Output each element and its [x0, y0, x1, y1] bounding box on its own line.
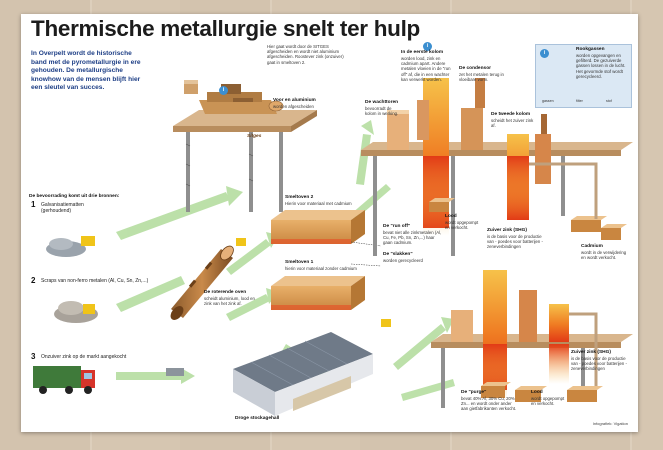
tweede-kolom-title: De tweede kolom — [491, 112, 531, 117]
voor-aluminium-sub: worden afgescheiden — [273, 104, 314, 109]
wachttoren-sub: bevoorradt de kolom in werking. — [365, 106, 399, 117]
gas-icon-label-2: filter — [576, 99, 583, 103]
platform-columns-bottom — [431, 270, 633, 408]
gas-icon-label-3: stof — [606, 99, 612, 103]
lood-title: Lood — [445, 214, 457, 219]
roterende-oven-title: De roterende oven — [204, 290, 247, 295]
cadmium-sub: wordt in de verwijdering en wordt verkoc… — [581, 250, 627, 261]
eerste-kolom-sub: worden lood, zink en cadmium apart. Ande… — [401, 56, 451, 82]
source-2-number: 2 — [31, 276, 36, 285]
sitges-sign: Sitges — [247, 134, 262, 139]
condensor-title: De condensor — [459, 66, 491, 71]
zuiver-zink-sub: is de basis voor de productie van - poed… — [487, 234, 543, 250]
furnace-2 — [271, 210, 365, 244]
smeltoven-2-sub: Hierin voor materiaal met cadmium — [285, 201, 352, 206]
wachttoren-title: De wachttoren — [365, 100, 399, 105]
purge-sub: bevat 40% Al, 30% Cu, 20% Zn... en wordt… — [461, 396, 517, 412]
voor-aluminium-title: Voor en aluminium — [273, 98, 316, 103]
purge-title: De "purge" — [461, 390, 487, 395]
source-3-number: 3 — [31, 352, 36, 361]
lood-2-sub: wordt opgepompt en verkocht. — [531, 396, 565, 407]
run-off-title: De "run off" — [383, 224, 411, 229]
zuiver-zink-2-sub: is de basis voor de productie van - poed… — [571, 356, 627, 372]
storage-hall — [233, 332, 373, 416]
zuiver-zink-title: Zuiver zink (SHG) — [487, 228, 527, 233]
slakken-sub: worden gerecycleerd — [383, 258, 423, 263]
zuiver-zink-2-title: Zuiver zink (SHG) — [571, 350, 611, 355]
platform-columns-top — [361, 78, 633, 256]
tweede-kolom-sub: scheidt het zuiver zink af. — [491, 118, 534, 129]
sitges-note: Hier gaat wordt door de SITGES afgeschei… — [267, 44, 344, 65]
product-crates — [429, 198, 627, 402]
eerste-kolom-title: In de eerste kolom — [401, 50, 444, 55]
rookgassen-box: i Rookgassen worden opgevangen en gefilt… — [535, 44, 632, 108]
rookgassen-icon: i — [540, 49, 549, 58]
rotating-kiln — [170, 245, 234, 320]
source-3-label: Onzuiver zink op de markt aangekocht — [41, 354, 127, 360]
truck — [33, 366, 95, 394]
rookgassen-sub: worden opgevangen en gefilterd. De gezui… — [576, 53, 626, 79]
source-1-label: Galvanisatiematten (gerhoudend) — [41, 202, 84, 214]
credit-text: Infografiek: Vigation — [592, 421, 628, 426]
platform-sitges — [173, 80, 317, 212]
gas-icon-label-1: gassen — [542, 99, 554, 103]
sources-header: De bevoorrading komt uit drie bronnen: — [29, 194, 120, 199]
column-1-icon: i — [423, 42, 432, 51]
smeltoven-2-title: Smeltoven 2 — [285, 195, 314, 200]
poster-intro: In Overpelt wordt de historische band me… — [31, 50, 141, 92]
droge-stockage-label: Droge stockagehall — [235, 416, 280, 421]
cadmium-title: Cadmium — [581, 244, 603, 249]
smeltoven-1-title: Smeltoven 1 — [285, 260, 314, 265]
condensor-sub: zet het metalen terug in vloeibare vorm. — [459, 72, 504, 83]
source-2-label: Scraps van non-ferro metalen (Al, Cu, Sn… — [41, 278, 149, 284]
lood-2-title: Lood — [531, 390, 543, 395]
info-icon: i — [219, 86, 228, 95]
lood-sub: wordt opgepompt en verkocht. — [445, 220, 479, 231]
process-illustration — [33, 71, 633, 416]
slakken-title: De "slakken" — [383, 252, 413, 257]
roterende-oven-sub: scheidt aluminium, lood en zink van het … — [204, 296, 255, 307]
poster-title: Thermische metallurgie snelt ter hulp — [31, 16, 421, 41]
rookgassen-title: Rookgassen — [576, 47, 605, 52]
source-1-number: 1 — [31, 200, 36, 209]
material-heaps — [46, 236, 391, 376]
poster: Thermische metallurgie snelt ter hulp In… — [21, 14, 638, 432]
run-off-sub: bevat niet alle zinkmetalen (Al, Cu, Fe,… — [383, 230, 442, 246]
furnace-1 — [271, 276, 365, 310]
smeltoven-1-sub: hierin voor materiaal zonder cadmium — [285, 266, 357, 271]
